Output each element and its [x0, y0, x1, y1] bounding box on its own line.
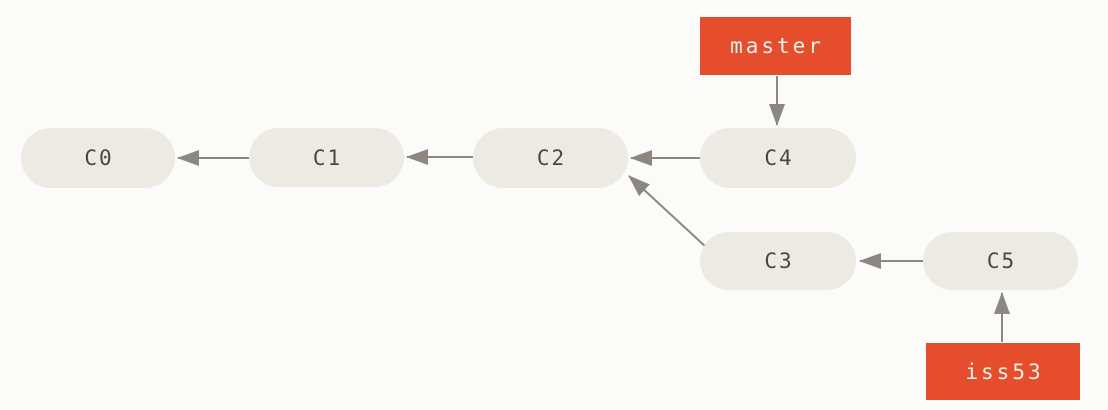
commit-node-c5: C5: [923, 232, 1078, 290]
commit-label: C0: [84, 146, 114, 170]
branch-label-master: master: [700, 17, 851, 75]
branch-name: master: [730, 34, 824, 58]
commit-node-c3: C3: [700, 232, 856, 290]
commit-label: C4: [764, 146, 794, 170]
commit-node-c0: C0: [21, 128, 175, 188]
branch-label-iss53: iss53: [926, 343, 1080, 400]
commit-label: C2: [536, 146, 567, 170]
commit-node-c2: C2: [473, 128, 628, 188]
commit-label: C3: [764, 249, 794, 273]
branch-name: iss53: [965, 359, 1044, 384]
commit-node-c4: C4: [700, 128, 856, 188]
commit-label: C1: [312, 145, 343, 170]
edge-c3-to-c2: [628, 175, 707, 248]
commit-label: C5: [986, 249, 1017, 273]
commit-node-c1: C1: [249, 128, 404, 187]
